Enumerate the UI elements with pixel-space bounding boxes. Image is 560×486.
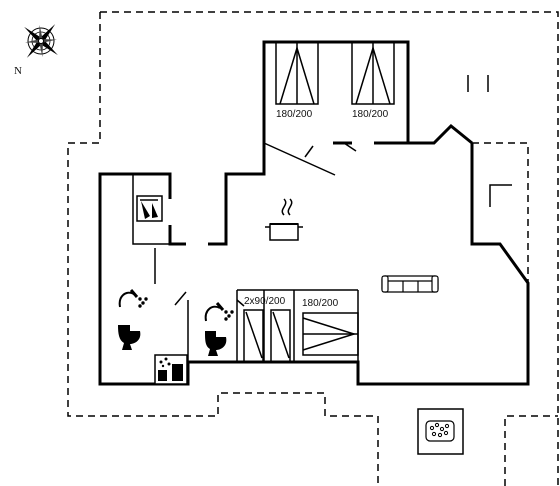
- shower-icon: [118, 289, 148, 308]
- stove-icon: [489, 184, 512, 207]
- bed-2-label: 180/200: [352, 109, 389, 120]
- bed-1-label: 180/200: [276, 109, 313, 120]
- sofa-icon: [381, 275, 439, 293]
- bed-2: [351, 41, 395, 105]
- terrace-outline: [67, 11, 559, 486]
- interior-walls: [132, 142, 359, 362]
- bed-4: [302, 312, 359, 356]
- hot-tub-icon: [417, 408, 464, 455]
- window-marks: [467, 75, 489, 92]
- compass-icon: [24, 24, 58, 58]
- bed-4-label: 180/200: [302, 298, 339, 309]
- washing-machine-icon: [136, 195, 163, 222]
- compass-north-label: N: [14, 65, 22, 77]
- exterior-walls: [98, 40, 530, 386]
- bed-3-label: 2x90/200: [244, 296, 286, 307]
- toilet-icon: [118, 325, 141, 350]
- shower-icon: [204, 302, 234, 322]
- bed-3: [243, 309, 291, 363]
- bed-1: [275, 41, 319, 105]
- toilet-icon: [205, 331, 227, 356]
- kitchen-pot-icon: [265, 198, 303, 241]
- sauna-icon: [154, 354, 188, 385]
